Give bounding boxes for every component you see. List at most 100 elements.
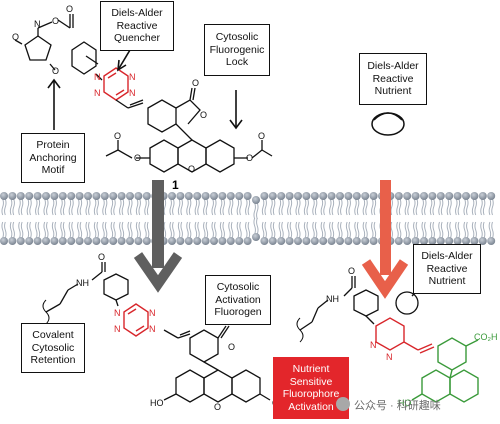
svg-text:N: N <box>129 88 136 98</box>
lipid-tail <box>404 198 408 216</box>
lipid-tail <box>203 221 206 239</box>
lipid-tail <box>298 221 301 239</box>
lipid-head <box>411 237 420 245</box>
lipid-head <box>42 192 50 200</box>
lipid-head <box>319 237 328 245</box>
lipid-head <box>218 192 227 200</box>
svg-text:N: N <box>149 308 156 318</box>
lipid-head <box>193 237 202 245</box>
svg-text:O: O <box>214 402 221 412</box>
lipid-tail <box>228 221 231 239</box>
svg-text:O: O <box>134 153 141 163</box>
lipid-head <box>58 192 67 200</box>
lipid-tail <box>119 221 122 239</box>
lipid-tail <box>471 198 475 216</box>
svg-text:O: O <box>258 131 265 141</box>
compound-1-structure <box>14 14 103 81</box>
lipid-tail <box>88 198 91 216</box>
lipid-tail <box>390 221 393 239</box>
lipid-head <box>134 237 143 245</box>
lipid-tail <box>421 198 424 216</box>
lipid-tail <box>54 198 57 216</box>
nutrient-diene-icon <box>371 112 405 136</box>
tetrazine-n-labels: N N N N <box>94 72 136 98</box>
compound-number: 1 <box>172 178 179 192</box>
lipid-tail <box>102 198 105 216</box>
lipid-tail <box>256 202 259 220</box>
lipid-tail <box>261 221 265 239</box>
svg-text:O: O <box>246 153 253 163</box>
lipid-head <box>344 237 353 245</box>
lipid-head <box>218 237 227 245</box>
lipid-head <box>16 192 25 200</box>
lipid-tail <box>482 221 486 239</box>
lipid-tail <box>449 198 452 216</box>
lipid-tail <box>482 198 486 216</box>
lipid-tail <box>43 221 46 239</box>
lipid-head <box>336 192 344 200</box>
label-covalent-cytosolic-retention: Covalent Cytosolic Retention <box>21 323 85 373</box>
lipid-tail <box>169 221 172 239</box>
lipid-head <box>50 192 59 200</box>
lipid-head <box>75 192 84 200</box>
label-protein-anchoring-motif: Protein Anchoring Motif <box>21 133 85 183</box>
lipid-head <box>0 237 8 245</box>
lipid-tail <box>172 198 175 216</box>
lipid-head <box>226 237 235 245</box>
svg-text:HO: HO <box>150 398 164 408</box>
lipid-head <box>310 237 319 245</box>
lipid-tail <box>211 221 214 239</box>
lipid-head <box>210 192 218 200</box>
lipid-head <box>235 192 244 200</box>
lipid-tail <box>219 221 223 239</box>
lipid-tail <box>93 198 97 216</box>
svg-text:O: O <box>192 78 199 88</box>
lipid-tail <box>474 198 477 216</box>
lipid-tail <box>60 221 63 239</box>
lipid-tail <box>4 198 7 216</box>
compound-1-atom-labels: O O N O O O O O O O O O <box>12 4 265 174</box>
lipid-tail <box>415 198 419 216</box>
lipid-tail <box>172 221 175 239</box>
lipid-head <box>268 192 277 200</box>
lipid-head <box>260 192 269 200</box>
lipid-head <box>336 237 344 245</box>
lipid-tail <box>329 221 332 239</box>
lipid-head <box>277 237 286 245</box>
lipid-tail <box>253 217 256 235</box>
svg-text:O: O <box>12 32 19 42</box>
lipid-tail <box>457 221 461 239</box>
lipid-tail <box>77 221 80 239</box>
lipid-head <box>403 192 412 200</box>
lipid-tail <box>20 221 24 239</box>
svg-text:N: N <box>94 72 101 82</box>
tetrazine-ring <box>103 67 129 101</box>
lipid-tail <box>177 198 181 216</box>
membrane-heads-top <box>0 192 496 204</box>
lipid-head <box>100 237 109 245</box>
lipid-head <box>319 192 328 200</box>
lipid-tail <box>272 221 276 239</box>
lipid-head <box>453 192 462 200</box>
lipid-tail <box>51 198 55 216</box>
lipid-tail <box>188 198 192 216</box>
lipid-head <box>168 192 176 200</box>
lipid-head <box>420 237 428 245</box>
lipid-head <box>0 192 8 200</box>
lipid-head <box>478 237 487 245</box>
lipid-tail <box>54 221 57 239</box>
svg-text:O: O <box>200 110 207 120</box>
lipid-tail <box>329 198 332 216</box>
lipid-tail <box>312 221 315 239</box>
fluorescein-scaffold-top <box>105 87 273 173</box>
label-diels-alder-nutrient-top: Diels-Alder Reactive Nutrient <box>359 53 427 105</box>
lipid-head <box>92 237 101 245</box>
lipid-head <box>184 237 193 245</box>
lipid-tail <box>130 221 133 239</box>
lipid-tail <box>247 198 251 216</box>
lipid-tail <box>62 221 66 239</box>
lipid-tail <box>236 221 240 239</box>
lipid-tail <box>211 198 214 216</box>
lipid-tail <box>163 221 167 239</box>
